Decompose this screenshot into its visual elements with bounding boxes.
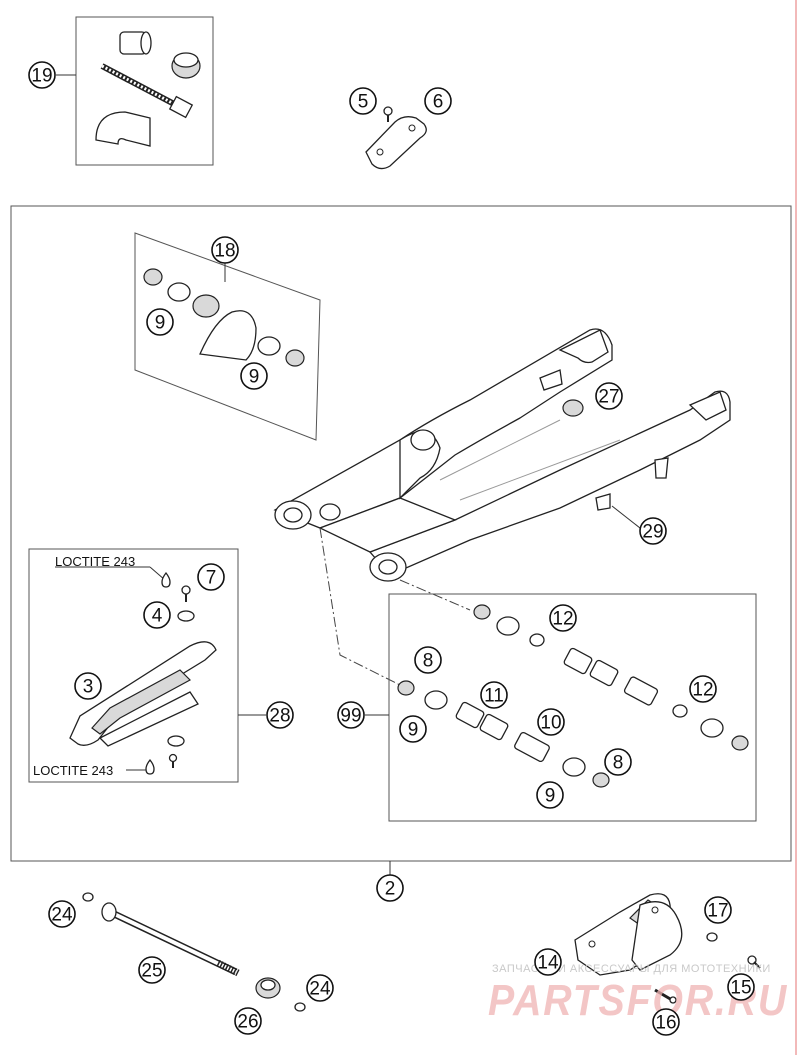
callout-25-text: 25 [141,961,162,982]
part-7-screw [181,585,191,602]
part-28-washer [167,735,185,747]
callout-27-text: 27 [598,387,619,408]
callout-9-c-text: 9 [408,720,419,741]
callout-15: 15 [727,973,755,1001]
axis-line-right [399,579,471,611]
callout-8-a-text: 8 [423,651,434,672]
kit-18-box [134,232,321,441]
callout-99: 99 [337,701,365,729]
callout-17-text: 17 [707,901,728,922]
axis-line-left [319,527,411,691]
callout-14: 14 [534,948,562,976]
part-17-nut [706,932,718,942]
callout-17: 17 [704,896,732,924]
callout-9-b-text: 9 [249,367,260,388]
kit-19-box [75,16,214,166]
callout-8-a: 8 [414,646,442,674]
bearing-set-upper [473,604,749,751]
callout-9-d-text: 9 [545,786,556,807]
callout-26: 26 [234,1007,262,1035]
kit-99-box [388,593,757,822]
callout-12-b-text: 12 [692,680,713,701]
callout-11-text: 11 [484,686,504,707]
part-3-chain-slider [69,641,217,747]
part-19-bolt [100,63,194,119]
part-18-bearing-set [143,268,305,367]
callout-5: 5 [349,87,377,115]
callout-10: 10 [537,708,565,736]
callout-7-text: 7 [206,568,217,589]
part-5-screw [383,106,393,122]
part-4-washer [177,610,195,622]
callout-16-text: 16 [655,1013,676,1034]
callout-15-text: 15 [730,978,751,999]
callout-24-b: 24 [306,974,334,1002]
swingarm-assembly-box [10,205,792,862]
callout-3: 3 [74,672,102,700]
part-19-nut [171,52,201,79]
callout-12-a: 12 [549,604,577,632]
callout-18: 18 [211,236,239,264]
loctite-label-top: LOCTITE 243 [55,554,135,569]
callout-18-text: 18 [214,241,235,262]
callout-9-c: 9 [399,715,427,743]
callout-24-b-text: 24 [309,979,331,1000]
callout-24-a-text: 24 [51,905,73,926]
callout-29-text: 29 [642,522,663,543]
part-26-nut [255,977,281,999]
watermark-caption: ЗАПЧАСТИ И АКСЕССУАРЫ ДЛЯ МОТОТЕХНИКИ [492,963,771,975]
loctite-drop-top [161,571,171,588]
callout-12-b: 12 [689,675,717,703]
callout-16: 16 [652,1008,680,1036]
callout-3-text: 3 [83,677,94,698]
callout-12-a-text: 12 [552,609,573,630]
swingarm [273,328,731,582]
part-6-bracket [365,116,427,170]
part-27-washer [562,399,584,417]
part-24-spacer-right [294,1002,306,1012]
callout-28-text: 28 [269,706,290,727]
callout-6-text: 6 [433,92,444,113]
callout-9-a: 9 [146,308,174,336]
callout-9-b: 9 [240,362,268,390]
callout-8-b: 8 [604,748,632,776]
callout-27: 27 [595,382,623,410]
part-25-axle [101,902,240,977]
callout-2: 2 [376,874,404,902]
callout-26-text: 26 [237,1012,258,1033]
callout-7: 7 [197,563,225,591]
callout-4-text: 4 [152,606,163,627]
callout-29: 29 [639,517,667,545]
part-28-screw [168,753,178,768]
loctite-drop-bottom [145,758,155,775]
part-14-chain-guide [574,893,683,976]
bearing-set-lower [397,680,610,788]
callout-5-text: 5 [358,92,369,113]
callout-9-a-text: 9 [155,313,166,334]
callout-4: 4 [143,601,171,629]
kit-28-box [28,548,239,783]
callout-8-b-text: 8 [613,753,624,774]
callout-25: 25 [138,956,166,984]
callout-28: 28 [266,701,294,729]
callout-9-d: 9 [536,781,564,809]
part-19-half-shell [95,111,151,147]
callout-99-text: 99 [340,706,361,727]
part-15-screw [747,955,761,969]
callout-14-text: 14 [537,953,559,974]
part-24-spacer-left [82,892,94,902]
callout-2-text: 2 [385,879,396,900]
callout-6: 6 [424,87,452,115]
callout-11: 11 [480,681,508,709]
part-19-sleeve [119,31,152,55]
callout-19-text: 19 [31,66,52,87]
loctite-label-bottom: LOCTITE 243 [33,763,113,778]
callout-10-text: 10 [540,713,561,734]
callout-19: 19 [28,61,56,89]
callout-24-a: 24 [48,900,76,928]
part-16-screw [654,988,677,1004]
